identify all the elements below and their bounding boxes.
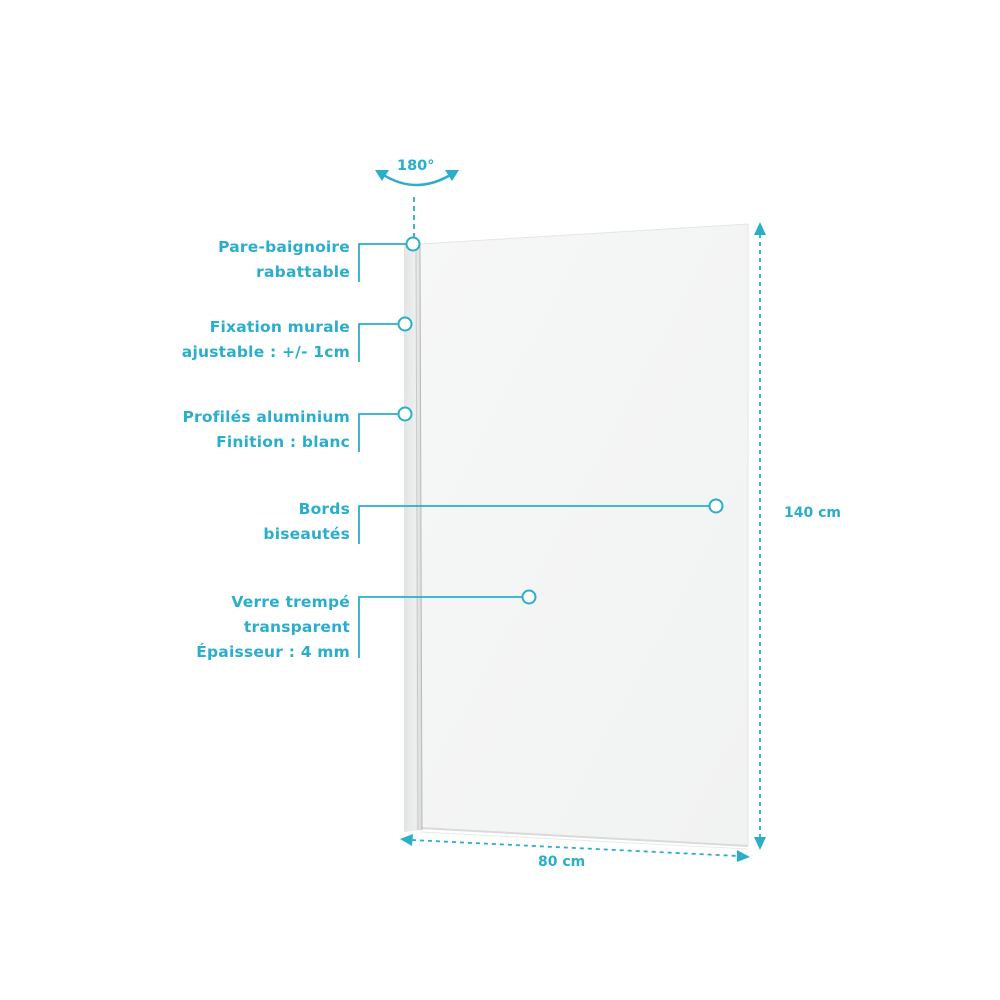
callout-profiles: Profilés aluminium Finition : blanc xyxy=(182,405,350,455)
callout-pare-baignoire: Pare-baignoire rabattable xyxy=(218,235,350,285)
width-arrow-left xyxy=(400,834,413,846)
callout-line: Pare-baignoire xyxy=(218,238,350,256)
callout-bords: Bords biseautés xyxy=(263,497,350,547)
callout-line: rabattable xyxy=(256,263,350,281)
point-bords xyxy=(708,498,724,514)
connector-verre xyxy=(358,596,522,658)
width-arrow-right xyxy=(737,850,750,862)
connector-bords xyxy=(358,505,709,544)
width-dimension xyxy=(400,834,750,862)
width-label: 80 cm xyxy=(538,854,586,870)
callout-line: ajustable : +/- 1cm xyxy=(181,343,350,361)
callout-line: Bords xyxy=(298,500,350,518)
width-dashed-line xyxy=(411,839,739,857)
height-dimension xyxy=(754,222,766,850)
callout-line: Profilés aluminium xyxy=(182,408,350,426)
point-verre xyxy=(521,589,537,605)
glass-panel xyxy=(419,223,749,847)
rotation-arrow-left xyxy=(375,170,389,181)
glass-bottom-edge xyxy=(419,827,749,847)
callout-verre: Verre trempé transparent Épaisseur : 4 m… xyxy=(196,590,350,665)
callout-line: Verre trempé xyxy=(231,593,350,611)
callout-line: biseautés xyxy=(263,525,350,543)
height-arrow-bottom xyxy=(754,837,766,850)
profile-edge-line xyxy=(415,243,419,831)
glass-bottom-bevel xyxy=(419,831,749,850)
rotation-arc xyxy=(381,172,453,187)
point-profiles xyxy=(397,406,413,422)
profile-joint-line xyxy=(419,241,423,831)
point-pare-baignoire xyxy=(405,236,421,252)
callout-line: Épaisseur : 4 mm xyxy=(196,643,350,661)
height-label: 140 cm xyxy=(784,505,841,521)
connector-profiles xyxy=(358,413,398,452)
point-fixation xyxy=(397,316,413,332)
connector-pare-baignoire xyxy=(358,243,407,282)
height-arrow-top xyxy=(754,222,766,235)
callout-line: Finition : blanc xyxy=(216,433,350,451)
callout-line: transparent xyxy=(243,618,350,636)
connector-fixation xyxy=(358,323,398,362)
callout-line: Fixation murale xyxy=(209,318,350,336)
rotation-arrow-right xyxy=(445,170,459,181)
callout-points xyxy=(397,236,724,605)
callout-fixation: Fixation murale ajustable : +/- 1cm xyxy=(182,315,350,365)
rotation-label: 180° xyxy=(397,158,435,174)
callout-connectors xyxy=(358,243,709,658)
